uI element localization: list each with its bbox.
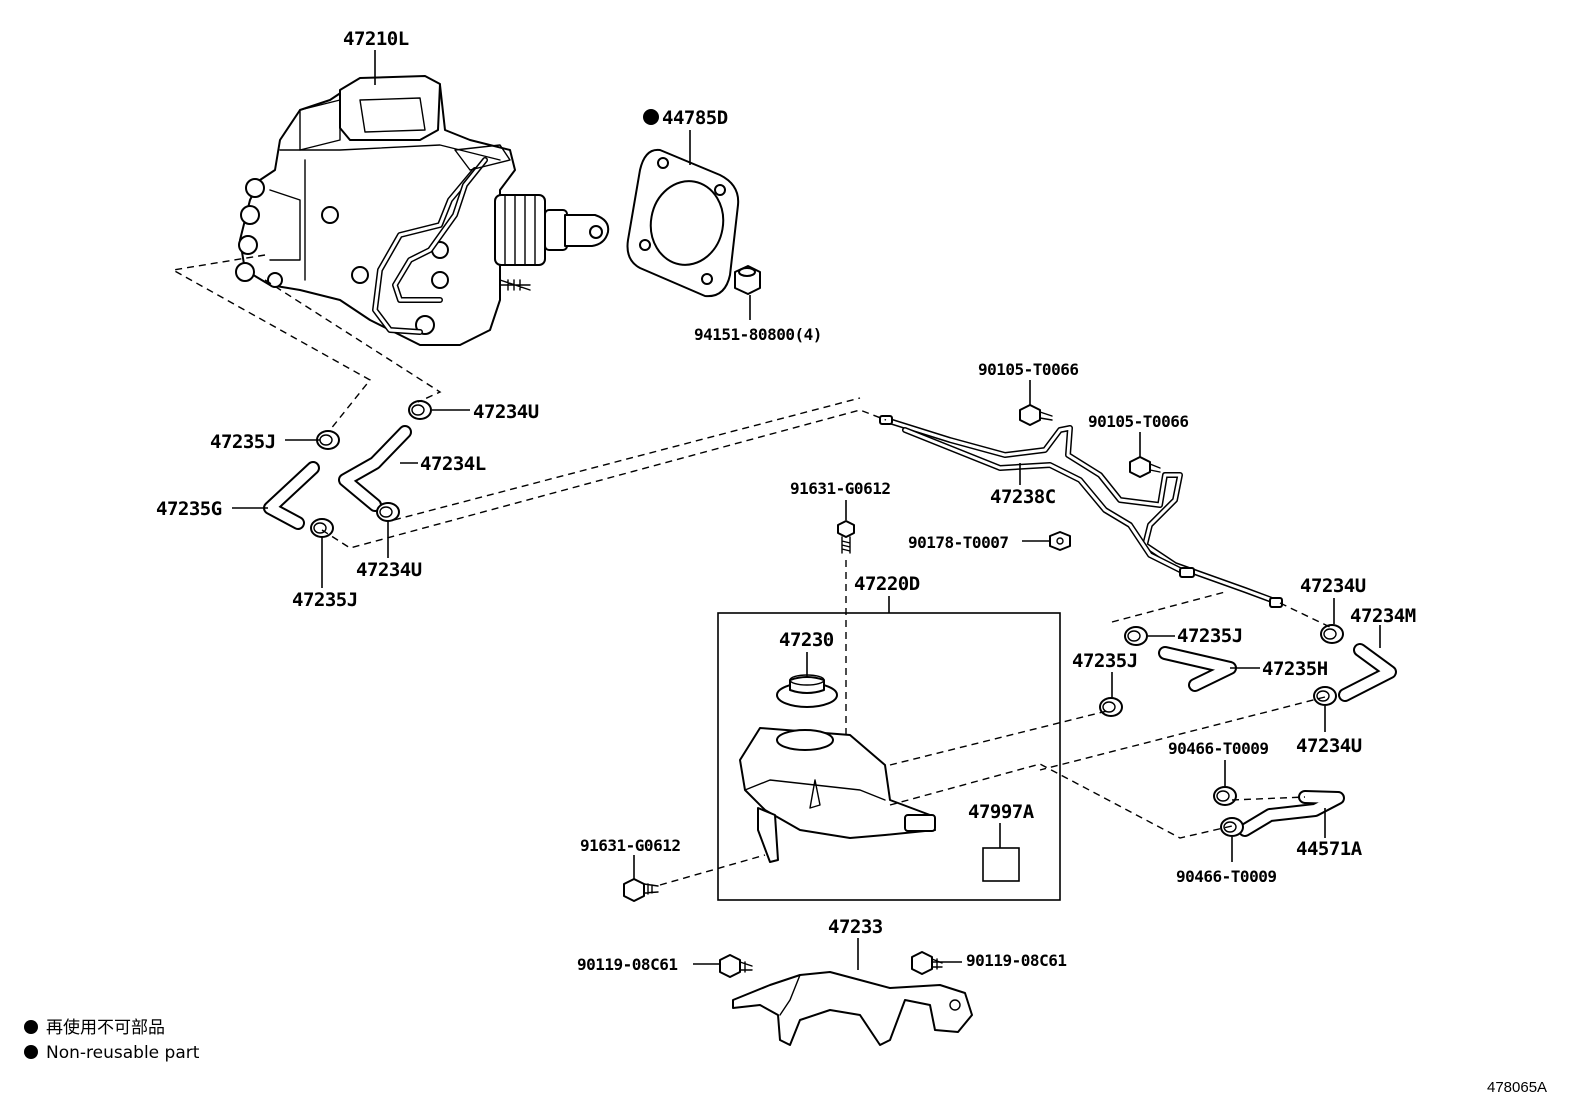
label-90119-right: 90119-08C61 (966, 951, 1066, 970)
legend-bullet-icon (24, 1045, 38, 1059)
label-44785D: 44785D (662, 107, 728, 129)
reservoir-cap-47230 (776, 674, 838, 708)
bracket-47233 (732, 971, 973, 1046)
clip-47234U-right-icon (1320, 624, 1344, 644)
label-47234U-top: 47234U (473, 401, 539, 423)
hose-47235G (263, 461, 320, 530)
reservoir-tank (739, 727, 936, 863)
label-47235J-bottom: 47235J (292, 589, 358, 611)
label-47234L: 47234L (420, 453, 486, 475)
bolt-90105-lower-icon (1129, 456, 1161, 478)
label-47220D: 47220D (854, 573, 920, 595)
bolt-91631-top-icon (837, 520, 855, 554)
legend-english: Non-reusable part (46, 1043, 200, 1063)
label-90178: 90178-T0007 (908, 533, 1008, 552)
label-47238C: 47238C (990, 486, 1056, 508)
label-47997A: 47997A (968, 801, 1035, 823)
label-47235J-r1: 47235J (1177, 625, 1243, 647)
hose-47234M (1338, 643, 1397, 702)
clip-90466-lower-icon (1220, 817, 1244, 837)
connection-lines (170, 254, 1333, 886)
label-44571A: 44571A (1296, 838, 1363, 860)
hose-47235H (1158, 646, 1237, 692)
label-47230: 47230 (779, 629, 834, 651)
clip-90466-upper-icon (1213, 786, 1237, 806)
label-47234M: 47234M (1350, 605, 1416, 627)
label-47234U-right: 47234U (1300, 575, 1366, 597)
clip-47235J-r2-icon (1099, 697, 1123, 717)
clip-47234U-top-icon (408, 400, 432, 420)
label-47234U-bottom: 47234U (356, 559, 422, 581)
bolt-91631-bottom-icon (623, 878, 659, 902)
non-reusable-bullet-icon (643, 109, 659, 125)
label-90119-left: 90119-08C61 (577, 955, 677, 974)
clip-47234U-right-lower-icon (1313, 686, 1337, 706)
label-47234U-r2: 47234U (1296, 735, 1362, 757)
label-47235J-r2: 47235J (1072, 650, 1138, 672)
clip-47235J-left-icon (316, 430, 340, 450)
clip-47235J-r1-icon (1124, 626, 1148, 646)
label-90466-lower: 90466-T0009 (1176, 867, 1276, 886)
gasket-44785D (626, 148, 740, 298)
leader-lines (232, 50, 1381, 970)
clip-47234U-bottom-icon (376, 502, 400, 522)
bolt-90119-right-icon (911, 951, 943, 975)
label-47233: 47233 (828, 916, 883, 938)
hose-44571A (1238, 790, 1345, 837)
caution-label-47997A (982, 847, 1020, 882)
label-91631-top: 91631-G0612 (790, 479, 890, 498)
hose-47234L (338, 425, 412, 512)
label-90105-upper: 90105-T0066 (978, 360, 1078, 379)
bolt-90119-left-icon (719, 954, 753, 978)
label-47235G: 47235G (156, 498, 222, 520)
label-94151: 94151-80800(4) (694, 325, 822, 344)
label-91631-bottom: 91631-G0612 (580, 836, 680, 855)
figure-code: 478065A (1487, 1079, 1547, 1096)
legend-bullet-icon (24, 1020, 38, 1034)
label-90105-lower: 90105-T0066 (1088, 412, 1188, 431)
label-47235H: 47235H (1262, 658, 1328, 680)
brake-actuator-assembly (235, 75, 610, 346)
label-47235J-left: 47235J (210, 431, 276, 453)
nut-94151-icon (734, 265, 761, 295)
tube-47238C (879, 415, 1283, 608)
label-47210L: 47210L (343, 28, 409, 50)
legend-japanese: 再使用不可部品 (46, 1017, 165, 1038)
label-90466-upper: 90466-T0009 (1168, 739, 1268, 758)
clip-47235J-bottom-icon (310, 518, 334, 538)
bolt-90105-upper-icon (1019, 404, 1053, 426)
nut-90178-icon (1049, 531, 1071, 551)
legend: 再使用不可部品 Non-reusable part (24, 1017, 200, 1063)
